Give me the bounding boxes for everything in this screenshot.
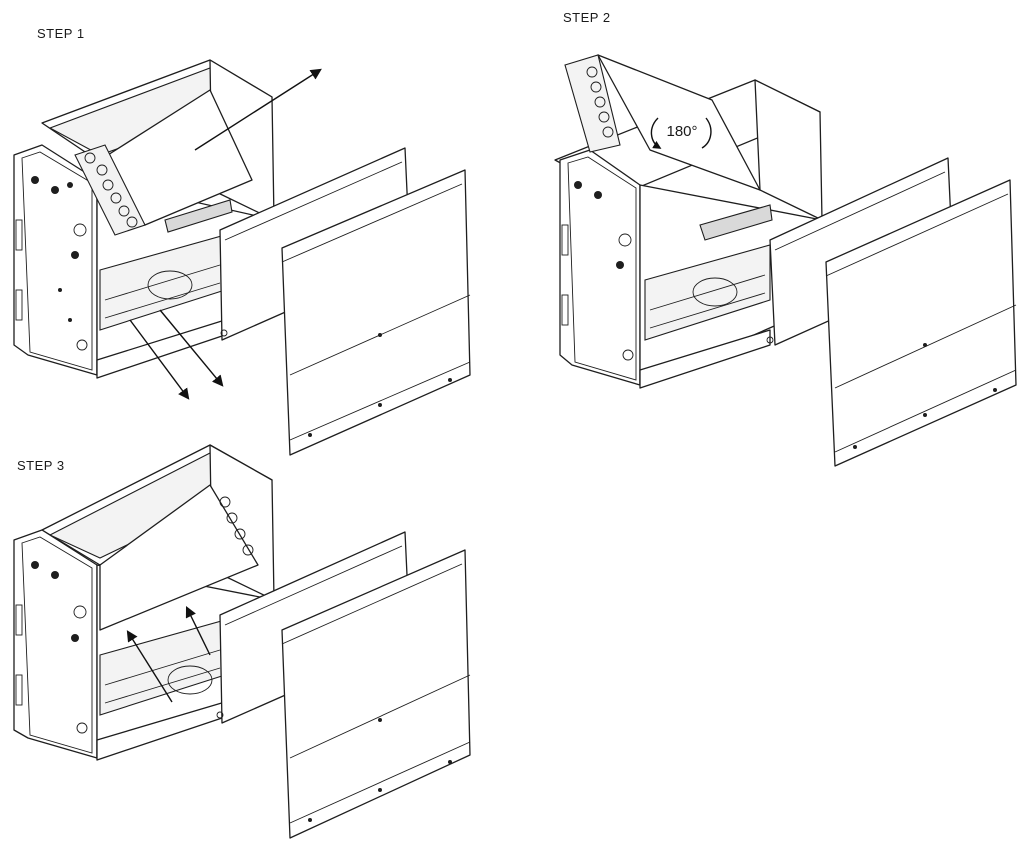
front-panel — [281, 549, 471, 839]
front-panel — [281, 169, 471, 456]
coil-tubes — [219, 496, 254, 556]
coil-assembly — [74, 89, 253, 236]
step-3-label: STEP 3 — [17, 458, 65, 473]
step-1-figure — [0, 0, 500, 475]
front-panel — [825, 179, 1017, 467]
step-2-label: STEP 2 — [563, 10, 611, 25]
step-3-figure — [0, 440, 500, 850]
coil-tubes — [586, 66, 614, 138]
coil-tubes — [84, 152, 138, 228]
step-2-illustration: 180° — [554, 54, 1017, 467]
step-1-illustration — [13, 59, 471, 456]
step-3-illustration — [13, 444, 471, 839]
step-2-figure: 180° — [554, 54, 1017, 467]
step-1-label: STEP 1 — [37, 26, 85, 41]
coil-assembly-rotated: 180° — [564, 54, 761, 191]
unit-chassis — [13, 444, 276, 761]
rotation-label: 180° — [666, 123, 697, 140]
